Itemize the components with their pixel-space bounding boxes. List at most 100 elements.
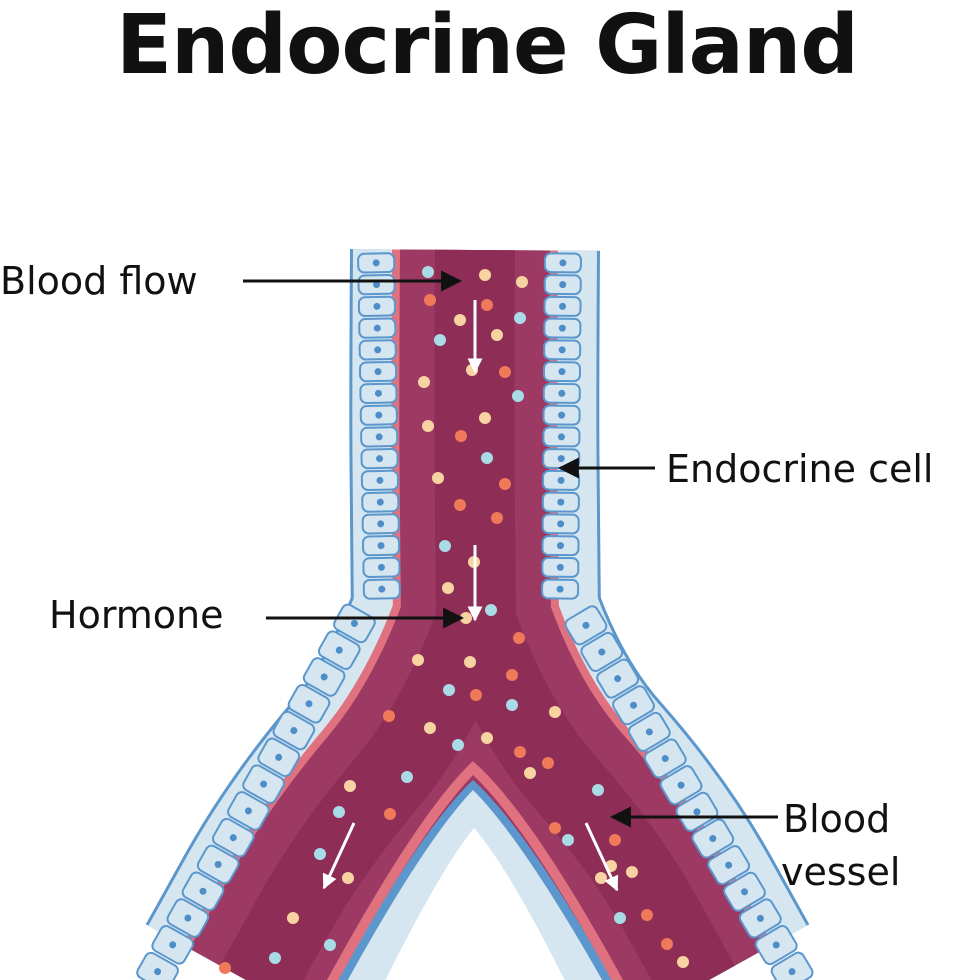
endocrine-cell [675,791,719,832]
hormone-particle [424,294,436,306]
hormone-particle [481,732,493,744]
endocrine-cells [136,252,814,980]
blood-vessel [145,249,810,980]
hormone-particle [470,689,482,701]
hormone-particle [342,872,354,884]
endocrine-cell [596,658,640,699]
endocrine-cell [360,448,399,470]
hormone-particle [592,784,604,796]
endocrine-cell [541,556,580,578]
endocrine-cell [227,791,270,831]
endocrine-cell [738,898,782,939]
endocrine-cell [659,765,703,806]
hormone-particle [384,808,396,820]
hormone-particle [677,956,689,968]
blood-flow-label: Blood flow [0,259,198,303]
endocrine-cell [357,295,396,317]
hormone-particle [443,684,455,696]
flow-arrow [584,822,619,892]
endocrine-cell [287,683,331,724]
hormone-particle [499,478,511,490]
endocrine-cell [627,711,671,752]
endocrine-cell [302,657,346,697]
endocrine-cell [361,513,400,535]
hormone-particle [641,909,653,921]
endocrine-cell [242,764,285,804]
endocrine-cell [362,578,401,600]
hormone-particle [401,771,413,783]
endocrine-cell [181,871,225,912]
endocrine-cell [543,274,582,296]
endocrine-cell [542,448,581,470]
inner-fork [327,761,623,980]
hormone-particle [424,722,436,734]
hormone-particle [549,706,561,718]
hormone-particle [383,710,395,722]
endocrine-cell-label: Endocrine cell [666,447,933,491]
hormone-particle [514,746,526,758]
hormone-particle [499,366,511,378]
hormone-particle [481,452,493,464]
hormone-particle [614,912,626,924]
endocrine-cell [612,685,655,726]
hormone-particle [506,699,518,711]
hormone-particle [549,822,561,834]
endocrine-cell [166,898,210,938]
hormone-particle [516,276,528,288]
endocrine-cell [359,361,398,383]
hormone-particle [481,299,493,311]
blood-flow-arrows [322,300,619,892]
hormone-particle [439,540,451,552]
endocrine-cell [691,818,735,859]
endocrine-cell [333,603,376,644]
hormone-particle [333,806,345,818]
endocrine-cell [543,339,582,361]
hormone-particle [506,669,518,681]
hormone-particle [269,952,281,964]
endocrine-cell [723,871,766,912]
flow-arrow [322,822,356,890]
hormone-particle [418,376,430,388]
endocrine-cell [358,339,397,361]
endocrine-cell [136,951,179,980]
hormone-particle [324,939,336,951]
endocrine-cell [151,925,195,965]
hormone-particle [524,767,536,779]
endocrine-cell [643,738,687,779]
hormone-particle [219,962,231,974]
hormone-particle [609,834,621,846]
hormone-particle [432,472,444,484]
endocrine-cell [362,556,401,578]
hormones [219,266,689,974]
endocrine-cell [542,469,581,491]
hormone-particle [434,334,446,346]
hormone-particle [464,656,476,668]
endocrine-cell [359,382,398,404]
endocrine-cell [541,491,580,513]
endocrine-cell [196,844,240,885]
endocrine-cell [541,578,580,600]
endocrine-cell [541,513,580,535]
endocrine-cell [357,274,396,296]
endocrine-cell [543,295,582,317]
endocrine-cell [257,737,301,778]
endocrine-cell [754,925,798,966]
endocrine-cell [357,252,396,274]
hormone-particle [412,654,424,666]
endocrine-cell [543,252,582,274]
hormone-particle [513,632,525,644]
endocrine-cell [359,404,398,426]
endocrine-cell [272,710,316,751]
hormone-particle [442,582,454,594]
hormone-particle [455,430,467,442]
endocrine-cell [542,404,581,426]
endocrine-cell [360,426,399,448]
hormone-particle [661,938,673,950]
endocrine-cell [707,845,751,886]
hormone-particle [479,412,491,424]
blood-vessel-label-line1: Blood [783,797,890,841]
endocrine-cell [564,605,608,646]
endocrine-cell [360,469,399,491]
endocrine-cell [361,491,400,513]
